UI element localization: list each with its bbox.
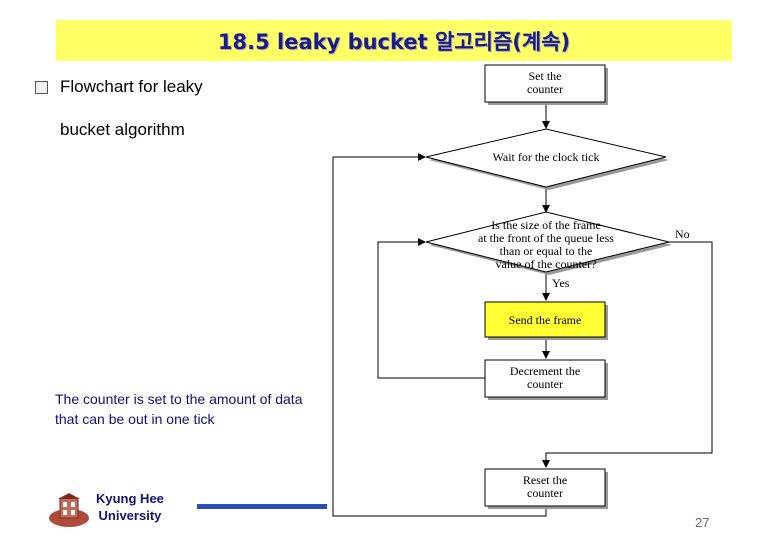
title-bar: 18.5 leaky bucket 알고리즘(계속) — [56, 20, 732, 61]
send-frame-text: Send the frame — [509, 313, 582, 327]
university-line1: Kyung Hee — [96, 491, 164, 506]
decision-text-4: value of the counter? — [496, 257, 597, 271]
slide-title: 18.5 leaky bucket 알고리즘(계속) — [217, 29, 571, 54]
university-line2: University — [98, 508, 162, 523]
no-branch-to-reset — [542, 241, 713, 468]
reset-text-2: counter — [527, 486, 563, 500]
set-counter-text-2: counter — [527, 82, 563, 96]
set-counter-box — [484, 64, 606, 103]
wait-tick-diamond — [425, 128, 667, 188]
loop-decrement-to-decision — [377, 238, 485, 379]
note-text: The counter is set to the amount of data… — [55, 391, 303, 427]
decision-text-1: Is the size of the frame — [491, 218, 601, 232]
university-logo-icon — [49, 493, 89, 527]
decrement-text-2: counter — [527, 377, 563, 391]
reset-text-1: Reset the — [523, 473, 567, 487]
decrement-box — [484, 359, 606, 398]
accent-line — [197, 504, 327, 509]
decision-text-2: at the front of the queue less — [478, 231, 614, 245]
decrement-text-1: Decrement the — [510, 364, 580, 378]
loop-reset-to-wait — [332, 153, 547, 517]
yes-label: Yes — [552, 276, 570, 290]
no-label: No — [675, 227, 690, 241]
bullet-row: Flowchart for leaky — [35, 77, 203, 97]
wait-tick-text: Wait for the clock tick — [493, 150, 600, 164]
send-frame-box — [484, 301, 606, 338]
decision-diamond — [425, 211, 670, 273]
university-name: Kyung Hee University — [96, 490, 164, 524]
bullet-text-line1: Flowchart for leaky — [60, 77, 203, 96]
bullet-square-icon — [35, 80, 48, 94]
bullet-text-line2: bucket algorithm — [60, 120, 185, 139]
set-counter-text-1: Set the — [529, 69, 562, 83]
reset-box — [484, 468, 606, 507]
page-number: 27 — [695, 515, 710, 530]
decision-text-3: than or equal to the — [500, 244, 593, 258]
